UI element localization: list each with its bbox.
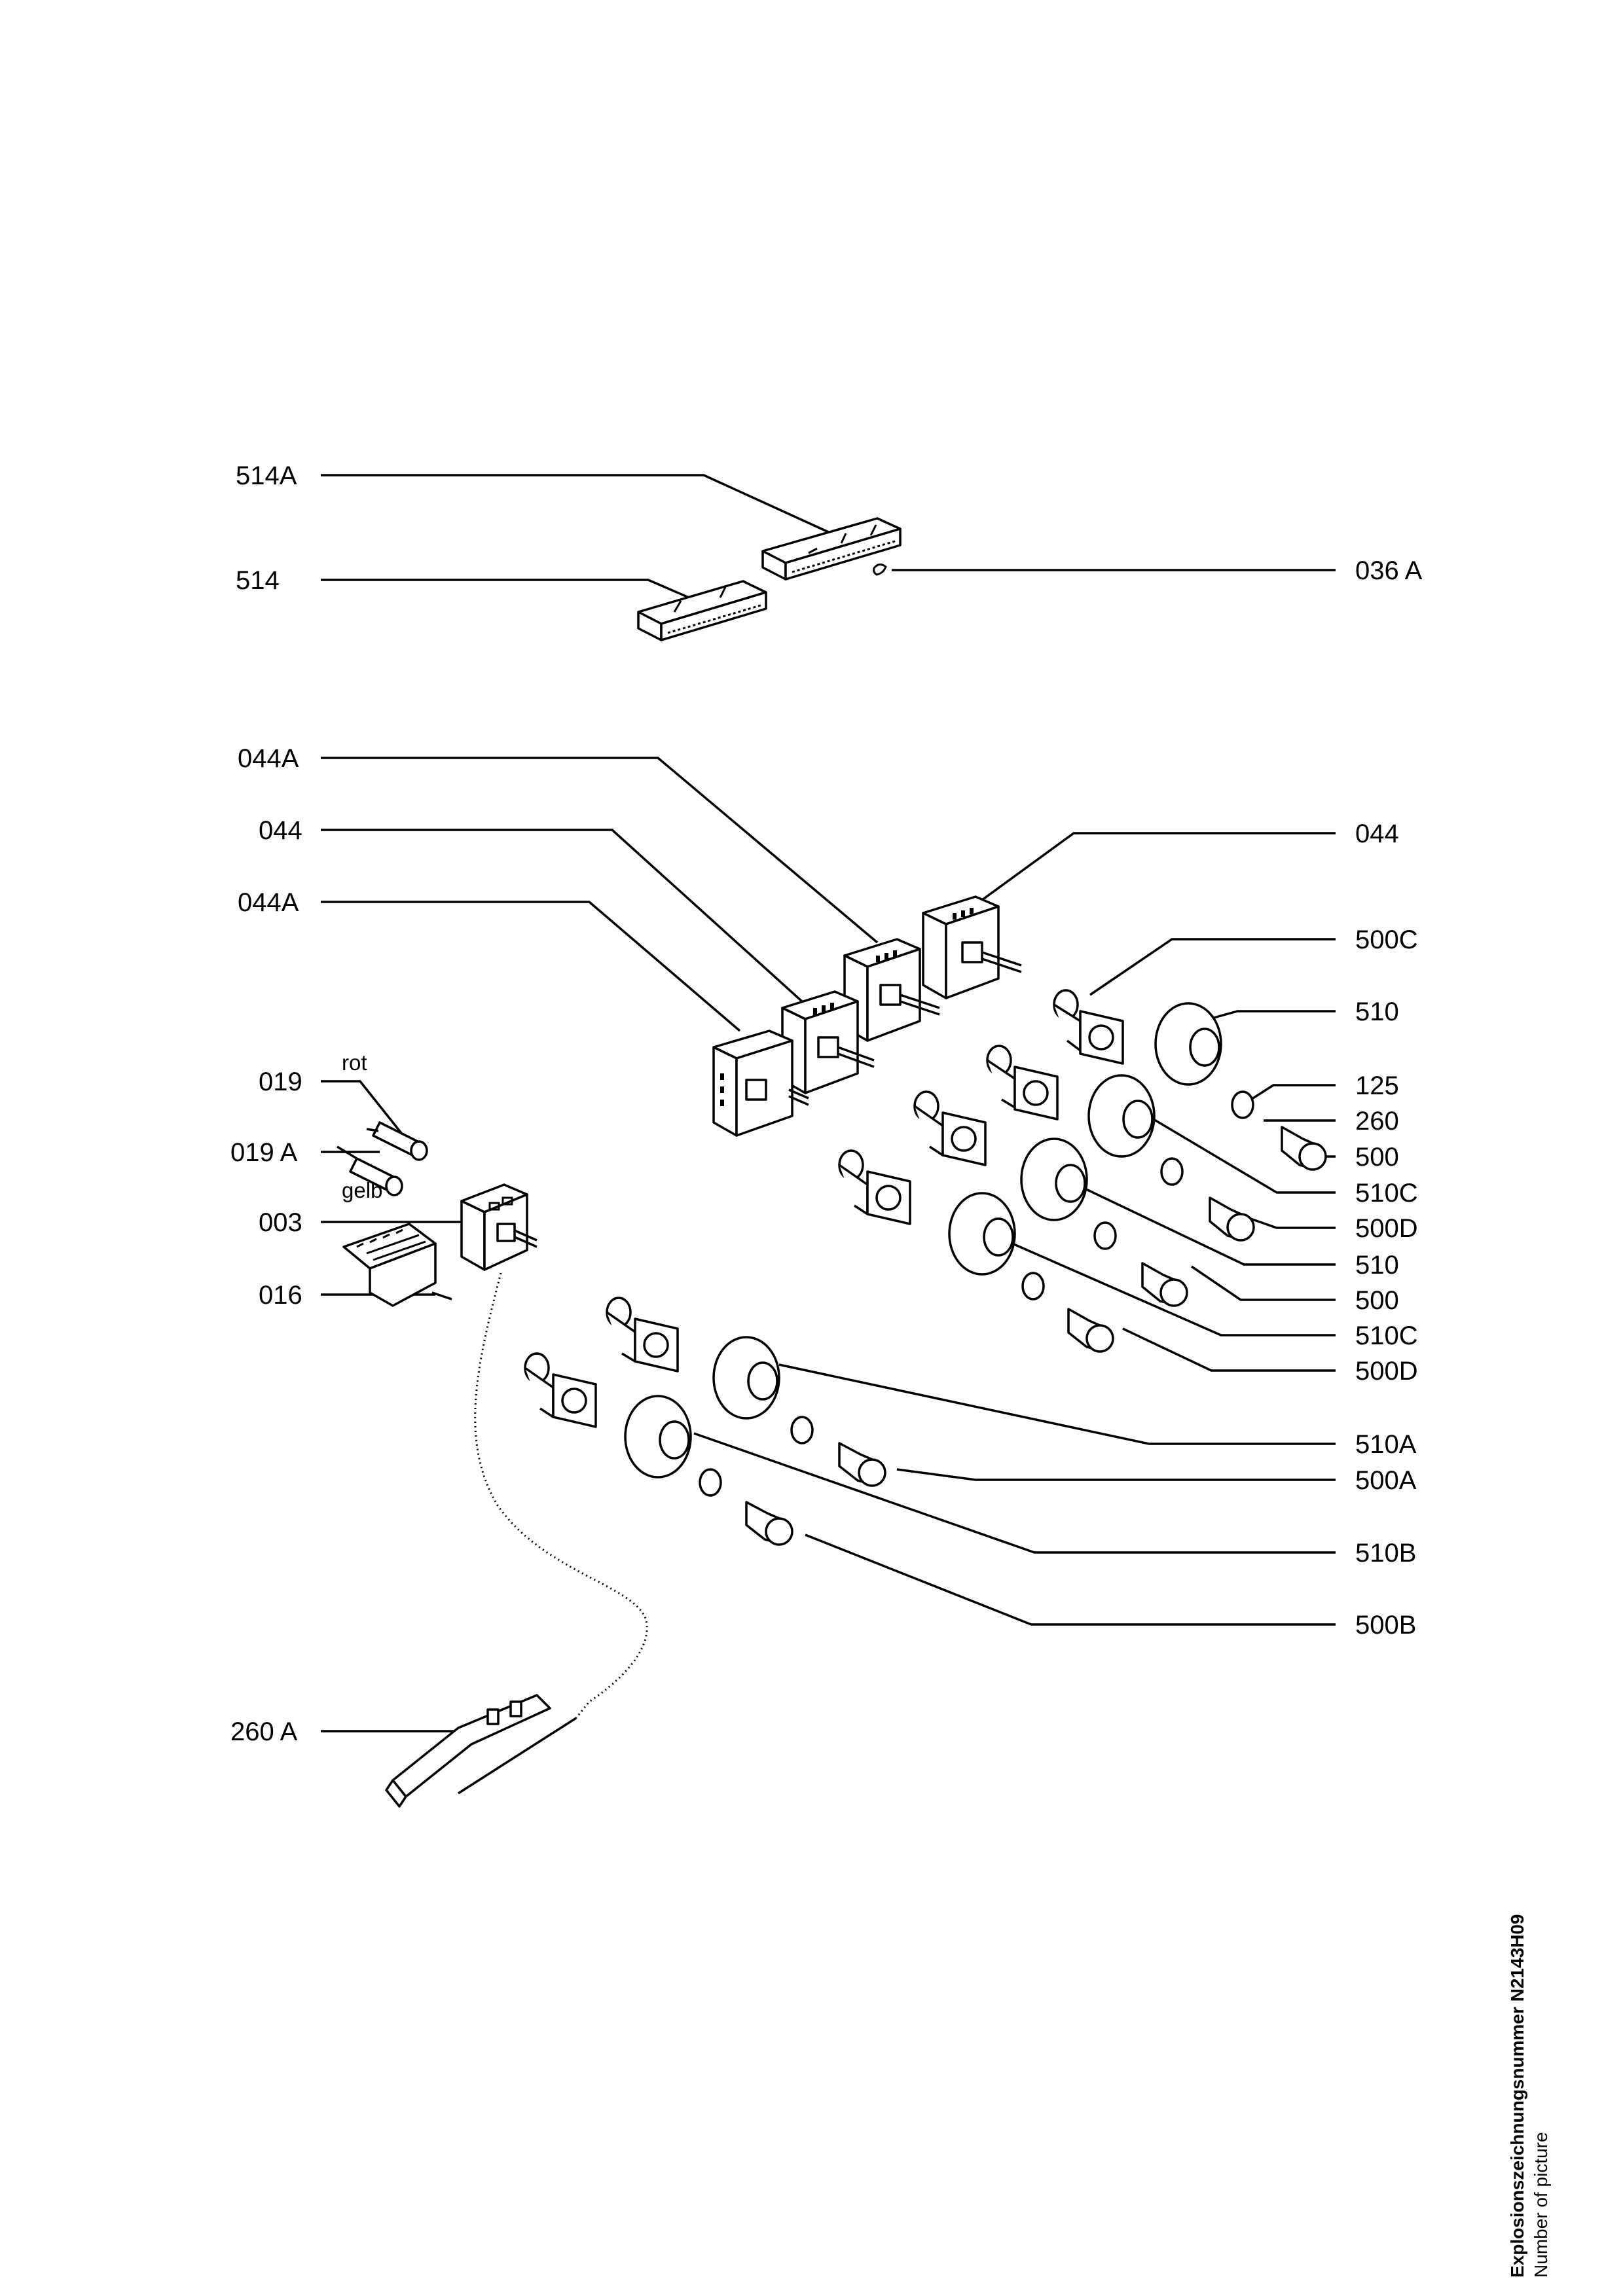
label-044A-low: 044A bbox=[238, 888, 299, 917]
terminal-block-016 bbox=[342, 1223, 452, 1307]
leader-125 bbox=[1240, 1084, 1336, 1107]
knob-assembly-row-5 bbox=[606, 1297, 886, 1487]
clip-036A bbox=[873, 564, 887, 576]
leader-514 bbox=[321, 579, 708, 607]
label-510A: 510A bbox=[1355, 1430, 1417, 1459]
knob-assembly-row-1 bbox=[1053, 989, 1327, 1171]
leader-510A bbox=[778, 1363, 1336, 1445]
label-500C: 500C bbox=[1355, 925, 1418, 954]
leader-500A bbox=[896, 1468, 1336, 1481]
label-019: 019 bbox=[259, 1067, 302, 1096]
leader-044-right bbox=[981, 832, 1336, 901]
label-044A-top: 044A bbox=[238, 744, 299, 773]
drawing-number-subtitle: Number of picture bbox=[1531, 2132, 1551, 2278]
label-003: 003 bbox=[259, 1208, 302, 1237]
label-510C-a: 510C bbox=[1355, 1179, 1418, 1208]
label-514: 514 bbox=[236, 566, 280, 595]
label-gelb: gelb bbox=[342, 1178, 382, 1202]
leader-514A bbox=[321, 474, 832, 535]
label-036A: 036 A bbox=[1355, 556, 1423, 585]
label-510-a: 510 bbox=[1355, 997, 1399, 1026]
label-260: 260 bbox=[1355, 1107, 1399, 1136]
knob-assembly-row-4 bbox=[838, 1149, 1114, 1353]
part-labels: 514A 514 036 A 044A 044 044A 044 500C 51… bbox=[230, 461, 1423, 1746]
terminal-strip-514A bbox=[761, 517, 902, 581]
label-500A: 500A bbox=[1355, 1466, 1417, 1495]
label-500B: 500B bbox=[1355, 1611, 1416, 1640]
knob-assembly-row-3 bbox=[913, 1090, 1188, 1307]
knob-assembly-row-6 bbox=[524, 1352, 793, 1546]
label-044-left: 044 bbox=[259, 816, 302, 845]
label-510B: 510B bbox=[1355, 1539, 1416, 1568]
leader-044A-top bbox=[321, 757, 879, 944]
label-514A: 514A bbox=[236, 461, 297, 490]
leader-019 bbox=[321, 1080, 407, 1140]
leader-500-b bbox=[1191, 1265, 1336, 1301]
label-260A: 260 A bbox=[230, 1717, 298, 1746]
label-510C-b: 510C bbox=[1355, 1321, 1418, 1350]
label-510-b: 510 bbox=[1355, 1251, 1399, 1280]
label-500D-a: 500D bbox=[1355, 1214, 1418, 1243]
selector-switch-003 bbox=[460, 1183, 538, 1271]
thermostat-probe-260A bbox=[385, 1694, 577, 1808]
leader-510B bbox=[693, 1432, 1336, 1554]
leader-510-b bbox=[1073, 1182, 1336, 1266]
label-044-right: 044 bbox=[1355, 819, 1399, 848]
leader-044-left bbox=[321, 829, 803, 1003]
fuse-019 bbox=[366, 1121, 428, 1161]
label-125: 125 bbox=[1355, 1071, 1399, 1100]
fuse-019A bbox=[337, 1145, 403, 1196]
regulator-044-right bbox=[922, 895, 1022, 999]
terminal-strip-514 bbox=[637, 580, 767, 641]
knob-assembly-row-2 bbox=[986, 1045, 1255, 1242]
leader-lines bbox=[321, 474, 1336, 1732]
label-rot: rot bbox=[342, 1050, 367, 1075]
drawing-number-title: Explosionszeichnungsnummer N2143H09 bbox=[1507, 1914, 1527, 2278]
leader-044A-low bbox=[321, 901, 741, 1032]
regulator-044A-low bbox=[712, 1030, 809, 1137]
label-016: 016 bbox=[259, 1281, 302, 1310]
drawing-number-note: Explosionszeichnungsnummer N2143H09 Numb… bbox=[1506, 1872, 1584, 2278]
leader-500B bbox=[805, 1534, 1336, 1626]
leader-510C-a bbox=[1142, 1111, 1336, 1194]
leader-500C bbox=[1089, 938, 1336, 996]
leader-500D-b bbox=[1122, 1327, 1336, 1372]
label-500-a: 500 bbox=[1355, 1143, 1399, 1172]
label-019A: 019 A bbox=[230, 1138, 298, 1167]
leader-510C-b bbox=[1004, 1239, 1336, 1336]
label-500-b: 500 bbox=[1355, 1286, 1399, 1315]
label-500D-b: 500D bbox=[1355, 1357, 1418, 1386]
